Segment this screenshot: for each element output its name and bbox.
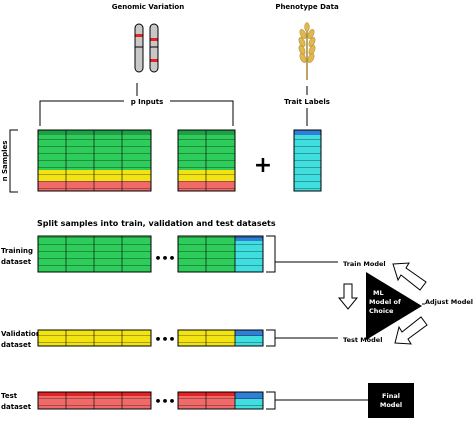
final-model-line1: Final	[382, 392, 400, 400]
p-inputs-label-bg	[124, 96, 170, 106]
test-model-label-bg	[338, 334, 390, 344]
validation-matrix-right	[177, 329, 264, 347]
training-label-line1: Training	[1, 247, 33, 255]
training-ellipsis: •••	[154, 252, 175, 265]
validation-ellipsis: •••	[154, 333, 175, 346]
training-matrix-right	[177, 235, 264, 273]
test-matrix-right	[177, 391, 264, 410]
validation-bracket	[266, 329, 340, 347]
test-label-line1: Test	[1, 392, 18, 400]
plus-sign: +	[254, 153, 272, 178]
genotype-matrix-right	[177, 129, 236, 192]
validation-matrix-left	[37, 329, 152, 347]
trait-labels-label: Trait Labels	[284, 98, 330, 106]
test-ellipsis: •••	[154, 395, 175, 408]
test-model-label: Test Model	[343, 336, 382, 344]
trait-vector	[293, 129, 322, 192]
split-title: Split samples into train, validation and…	[37, 219, 276, 228]
training-matrix-left	[37, 235, 152, 273]
ml-label-line1: ML	[373, 289, 384, 297]
final-model-box	[368, 383, 414, 418]
genotype-matrix-left	[37, 129, 152, 192]
n-samples-label: n Samples	[1, 141, 9, 182]
n-samples-bracket	[9, 129, 18, 193]
phenotype-data-title: Phenotype Data	[275, 3, 339, 11]
validation-label-line2: dataset	[1, 341, 32, 349]
test-matrix-left	[37, 391, 152, 410]
ml-label-line3: Choice	[369, 307, 394, 315]
chromosome-icon	[134, 23, 159, 73]
p-inputs-label: p Inputs	[131, 98, 164, 106]
train-model-label: Train Model	[343, 260, 386, 268]
adjust-model-label: Adjust Model	[425, 298, 473, 306]
test-bracket	[266, 391, 368, 410]
test-label-line2: dataset	[1, 403, 32, 411]
validation-label-line1: Validation	[1, 330, 41, 338]
arrow-up-left-icon	[392, 262, 427, 291]
down-arrow-icon	[337, 283, 359, 310]
train-model-label-bg	[338, 258, 390, 268]
final-model-line2: Model	[380, 401, 402, 409]
ml-label-line2: Model of	[369, 298, 401, 306]
training-label-line2: dataset	[1, 258, 32, 266]
arrow-down-left-icon	[394, 316, 428, 345]
training-bracket	[266, 235, 340, 273]
genomic-variation-title: Genomic Variation	[112, 3, 184, 11]
ml-model-triangle	[366, 272, 422, 340]
wheat-icon	[298, 22, 316, 80]
